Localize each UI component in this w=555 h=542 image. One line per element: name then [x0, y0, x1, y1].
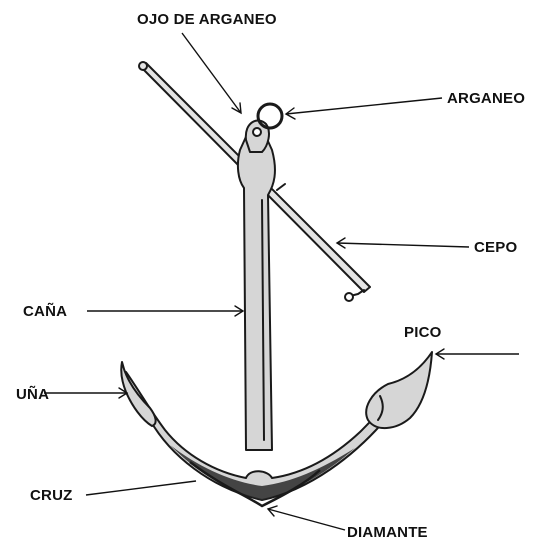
label-cana-text: CAÑA: [23, 302, 67, 320]
label-ojo-de-arganeo: OJO DE ARGANEO: [137, 11, 277, 113]
arrow-cepo: [337, 238, 469, 248]
anchor-ring: [258, 104, 282, 128]
label-pico: PICO: [404, 324, 519, 359]
arrow-diamante: [268, 506, 345, 530]
anchor-eye: [246, 121, 269, 152]
label-cruz-text: CRUZ: [30, 487, 72, 504]
anchor-illustration: [121, 62, 432, 506]
anchor-right-fluke: [366, 352, 432, 428]
label-diamante: DIAMANTE: [268, 506, 428, 541]
label-pico-text: PICO: [404, 324, 442, 341]
label-arganeo-text: ARGANEO: [447, 90, 525, 107]
label-una: UÑA: [16, 385, 127, 403]
arrow-cana: [87, 306, 243, 316]
label-arganeo: ARGANEO: [286, 90, 525, 119]
arrow-ojo-de-arganeo: [182, 33, 241, 113]
label-cepo-text: CEPO: [474, 239, 517, 256]
anchor-shank: [238, 128, 275, 450]
label-diamante-text: DIAMANTE: [347, 524, 428, 541]
label-cepo: CEPO: [337, 238, 517, 256]
label-una-text: UÑA: [16, 385, 49, 403]
label-cruz: CRUZ: [30, 481, 196, 504]
arrow-pico: [436, 349, 519, 359]
label-ojo-de-arganeo-text: OJO DE ARGANEO: [137, 11, 277, 28]
arrow-cruz: [86, 481, 196, 495]
arrow-una: [44, 388, 127, 398]
label-cana: CAÑA: [23, 302, 243, 320]
arrow-arganeo: [286, 98, 442, 119]
